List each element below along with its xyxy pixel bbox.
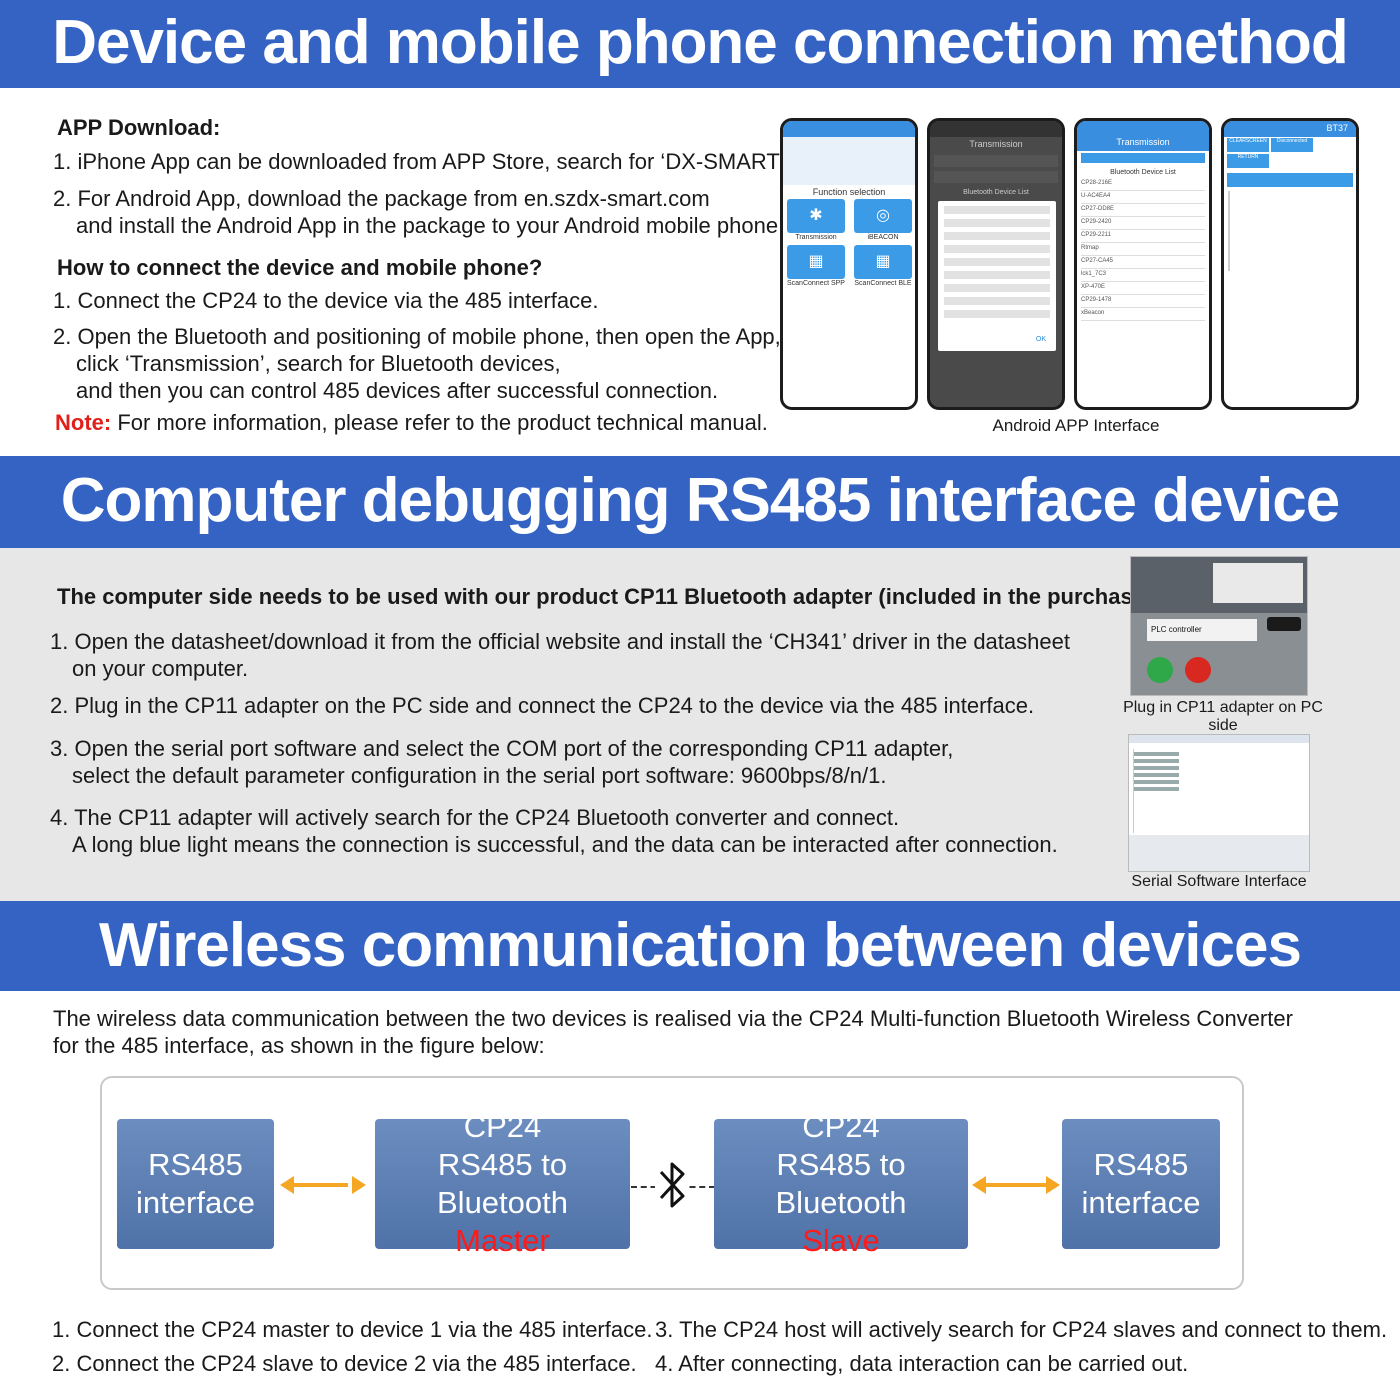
function-selection-title: Function selection: [812, 187, 886, 197]
tile-transmission-label: Transmission: [795, 234, 837, 241]
device-row[interactable]: CP28-216E: [1081, 180, 1205, 191]
arrowhead-right: [1046, 1176, 1060, 1194]
note-text: For more information, please refer to th…: [111, 410, 768, 435]
arrowhead-left: [280, 1176, 294, 1194]
disconnect-button[interactable]: Disconnected: [1271, 138, 1313, 152]
arrowhead-right: [352, 1176, 366, 1194]
arrow-right: [984, 1183, 1046, 1187]
connect-step-1: 1. Connect the CP24 to the device via th…: [53, 288, 599, 313]
return-button[interactable]: RETURN: [1227, 154, 1269, 168]
pc-step-3: 3. Open the serial port software and sel…: [50, 736, 954, 761]
pc-step-4-cont: A long blue light means the connection i…: [72, 832, 1058, 857]
qr-icon: ▦: [854, 245, 912, 279]
phone4-title: BT37: [1326, 123, 1348, 133]
phone2-title: Transmission: [969, 139, 1023, 149]
wireless-step-3: 3. The CP24 host will actively search fo…: [655, 1317, 1388, 1342]
app-step-1: 1. iPhone App can be downloaded from APP…: [53, 149, 791, 174]
section2-intro: The computer side needs to be used with …: [57, 584, 1159, 609]
device-row[interactable]: CP27-DD8E: [1081, 206, 1205, 217]
cp24-master-box: CP24 RS485 to Bluetooth Master: [375, 1109, 630, 1258]
phone3-list-title: Bluetooth Device List: [1110, 169, 1176, 176]
section-banner-phone-connection: Device and mobile phone connection metho…: [0, 0, 1400, 88]
connect-step-2-cont-b: and then you can control 485 devices aft…: [76, 378, 719, 403]
dialog-ok-button[interactable]: OK: [1035, 336, 1046, 343]
device-row[interactable]: CP29-1478: [1081, 297, 1205, 308]
uuid-dialog: OK: [938, 201, 1056, 351]
app-download-heading: APP Download:: [57, 115, 221, 140]
android-app-caption: Android APP Interface: [992, 416, 1160, 435]
section-banner-computer-debugging: Computer debugging RS485 interface devic…: [0, 456, 1400, 548]
connect-step-2-cont-a: click ‘Transmission’, search for Bluetoo…: [76, 351, 561, 376]
note: Note: For more information, please refer…: [55, 409, 768, 436]
serial-log: [1228, 191, 1352, 271]
note-label: Note:: [55, 410, 112, 435]
device-row[interactable]: XP-470E: [1081, 284, 1205, 295]
tile-scan-spp-label: ScanConnect SPP: [787, 280, 845, 287]
phone2-dialog-title: Bluetooth Device List: [963, 189, 1029, 196]
qr-icon: ▦: [787, 245, 845, 279]
app-step-2: 2. For Android App, download the package…: [53, 186, 710, 211]
plc-controller-label: PLC controller: [1147, 619, 1257, 641]
section-banner-wireless: Wireless communication between devices: [0, 901, 1400, 991]
serial-options-row: [1227, 173, 1353, 187]
device-row[interactable]: lck1_7C3: [1081, 271, 1205, 282]
wireless-step-1: 1. Connect the CP24 master to device 1 v…: [52, 1317, 653, 1342]
beacon-icon: ◎: [854, 199, 912, 233]
wireless-intro-line-1: The wireless data communication between …: [53, 1006, 1293, 1031]
arrow-left: [292, 1183, 348, 1187]
serial-software-screenshot: [1128, 734, 1310, 872]
wireless-intro-line-2: for the 485 interface, as shown in the f…: [53, 1033, 545, 1058]
connect-heading: How to connect the device and mobile pho…: [57, 255, 543, 280]
connect-step-2: 2. Open the Bluetooth and positioning of…: [53, 324, 781, 349]
device-row[interactable]: Rtmap: [1081, 245, 1205, 256]
bluetooth-icon: ✱: [787, 199, 845, 233]
pc-step-3-cont: select the default parameter configurati…: [72, 763, 887, 788]
pc-step-2: 2. Plug in the CP11 adapter on the PC si…: [50, 693, 1035, 718]
pc-step-4: 4. The CP11 adapter will actively search…: [50, 805, 900, 830]
device-row[interactable]: CP29-2211: [1081, 232, 1205, 243]
device-row[interactable]: xBeacon: [1081, 310, 1205, 321]
wireless-step-4: 4. After connecting, data interaction ca…: [655, 1351, 1189, 1376]
device-row[interactable]: CP27-CA45: [1081, 258, 1205, 269]
pc-step-1-cont: on your computer.: [72, 656, 249, 681]
tile-ibeacon-label: iBEACON: [867, 234, 899, 241]
phone-screen-uuid-dialog: Transmission Bluetooth Device List OK: [927, 118, 1065, 410]
device-row[interactable]: CP29-2420: [1081, 219, 1205, 230]
pc-step-1: 1. Open the datasheet/download it from t…: [50, 629, 1070, 654]
plc-caption: Plug in CP11 adapter on PC side: [1123, 699, 1323, 734]
plc-adapter-photo: PLC controller: [1130, 556, 1308, 696]
arrowhead-left: [972, 1176, 986, 1194]
phone-screen-serial: BT37 CLEARSCREEN Disconnected RETURN: [1221, 118, 1359, 410]
clearscreen-button[interactable]: CLEARSCREEN: [1227, 138, 1269, 152]
phone3-title: Transmission: [1116, 137, 1170, 147]
phone-screen-function-selection: Function selection ✱ ◎ Transmission iBEA…: [780, 118, 918, 410]
device-row[interactable]: U-AC4EA4: [1081, 193, 1205, 204]
wireless-step-2: 2. Connect the CP24 slave to device 2 vi…: [52, 1351, 637, 1376]
serial-caption: Serial Software Interface: [1131, 873, 1307, 890]
cp24-slave-box: CP24 RS485 to Bluetooth Slave: [714, 1109, 968, 1258]
phone-screen-device-list: Transmission Bluetooth Device List CP28-…: [1074, 118, 1212, 410]
tile-scan-ble-label: ScanConnect BLE: [854, 280, 912, 287]
bluetooth-icon: [655, 1158, 689, 1212]
app-step-2-cont: and install the Android App in the packa…: [76, 213, 785, 238]
